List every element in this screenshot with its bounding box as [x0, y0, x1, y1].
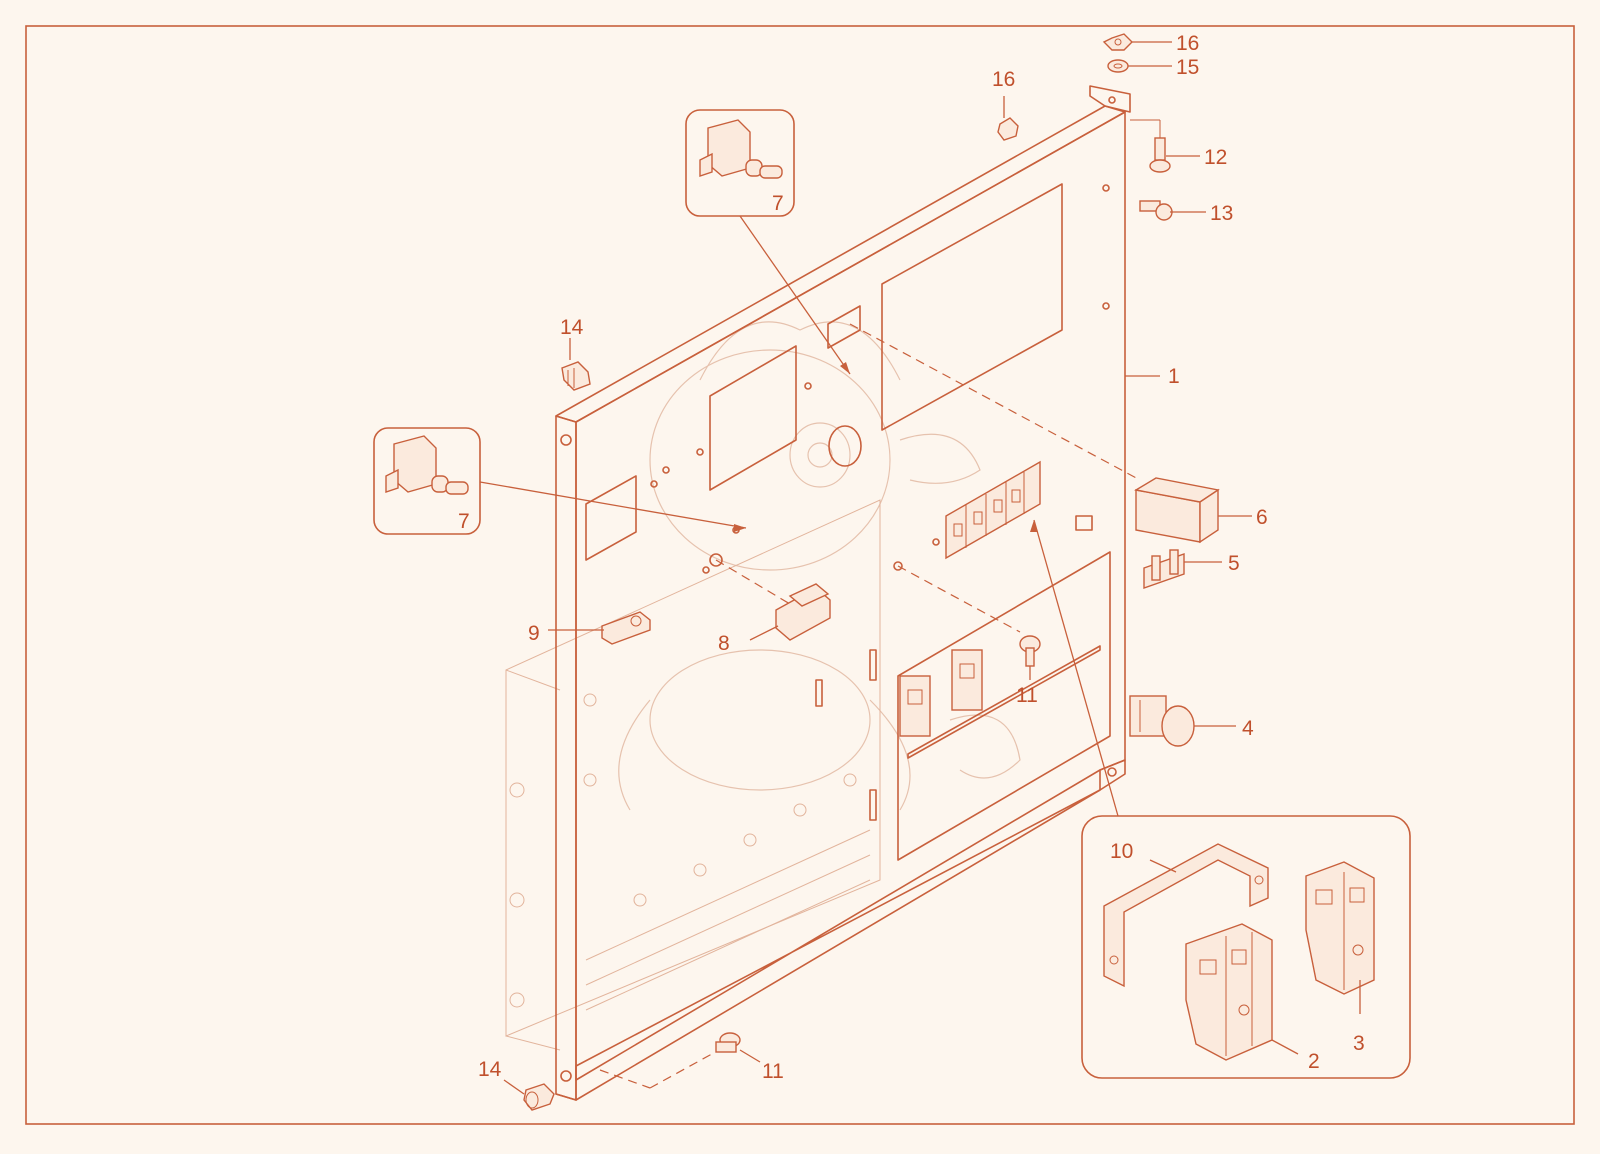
emergency-stop-part-4 [1129, 695, 1195, 747]
callout-6: 6 [1256, 506, 1268, 529]
watermark-sketch [618, 321, 1021, 811]
standoff-part-14-upper [561, 361, 591, 391]
callout-4: 4 [1242, 717, 1254, 740]
callout-16-panel: 16 [992, 68, 1015, 91]
callout-14-upper: 14 [560, 316, 584, 339]
switch-part-8 [775, 583, 831, 641]
screw-part-11-lower [715, 1032, 741, 1053]
relay-box-part-6 [1134, 477, 1220, 544]
callout-3: 3 [1353, 1032, 1365, 1055]
callout-11-lower: 11 [762, 1060, 784, 1083]
callout-5: 5 [1228, 552, 1240, 575]
callout-7-left: 7 [458, 510, 470, 533]
screw-part-13 [1139, 200, 1173, 221]
callout-13: 13 [1210, 202, 1233, 225]
callout-9: 9 [528, 622, 540, 645]
screw-part-12 [1130, 119, 1171, 173]
callout-16-top: 16 [1176, 32, 1199, 55]
callout-12: 12 [1204, 146, 1227, 169]
callout-7-upper: 7 [772, 192, 784, 215]
callout-2: 2 [1308, 1050, 1320, 1073]
callout-8: 8 [718, 632, 730, 655]
callout-11-upper: 11 [1016, 684, 1038, 707]
callout-labels: 1 2 3 4 5 6 7 7 8 9 10 11 11 12 13 14 14… [458, 32, 1365, 1083]
callout-10: 10 [1110, 840, 1133, 863]
receptacles [899, 649, 983, 737]
terminal-block-part-5 [1143, 549, 1185, 589]
bracket-part-9 [601, 611, 651, 645]
drawing-frame [25, 25, 1575, 1125]
standoff-part-14-lower [523, 1083, 555, 1111]
screw-part-11-upper [1019, 635, 1041, 667]
callout-15: 15 [1176, 56, 1199, 79]
mounted-breakers [945, 460, 1041, 560]
callout-1: 1 [1168, 365, 1180, 388]
rear-panel-ghost [505, 499, 881, 1051]
main-panel [555, 85, 1131, 1101]
callout-14-lower: 14 [478, 1058, 502, 1081]
washer-part-15 [1107, 59, 1129, 73]
detail-box-breakers [1081, 815, 1411, 1079]
nut-part-16-panel [997, 117, 1019, 141]
assembly-paths [599, 323, 1141, 1089]
detail-box-7-left [373, 427, 481, 535]
leader-lines [479, 41, 1361, 1095]
nut-part-16-top [1102, 33, 1133, 51]
